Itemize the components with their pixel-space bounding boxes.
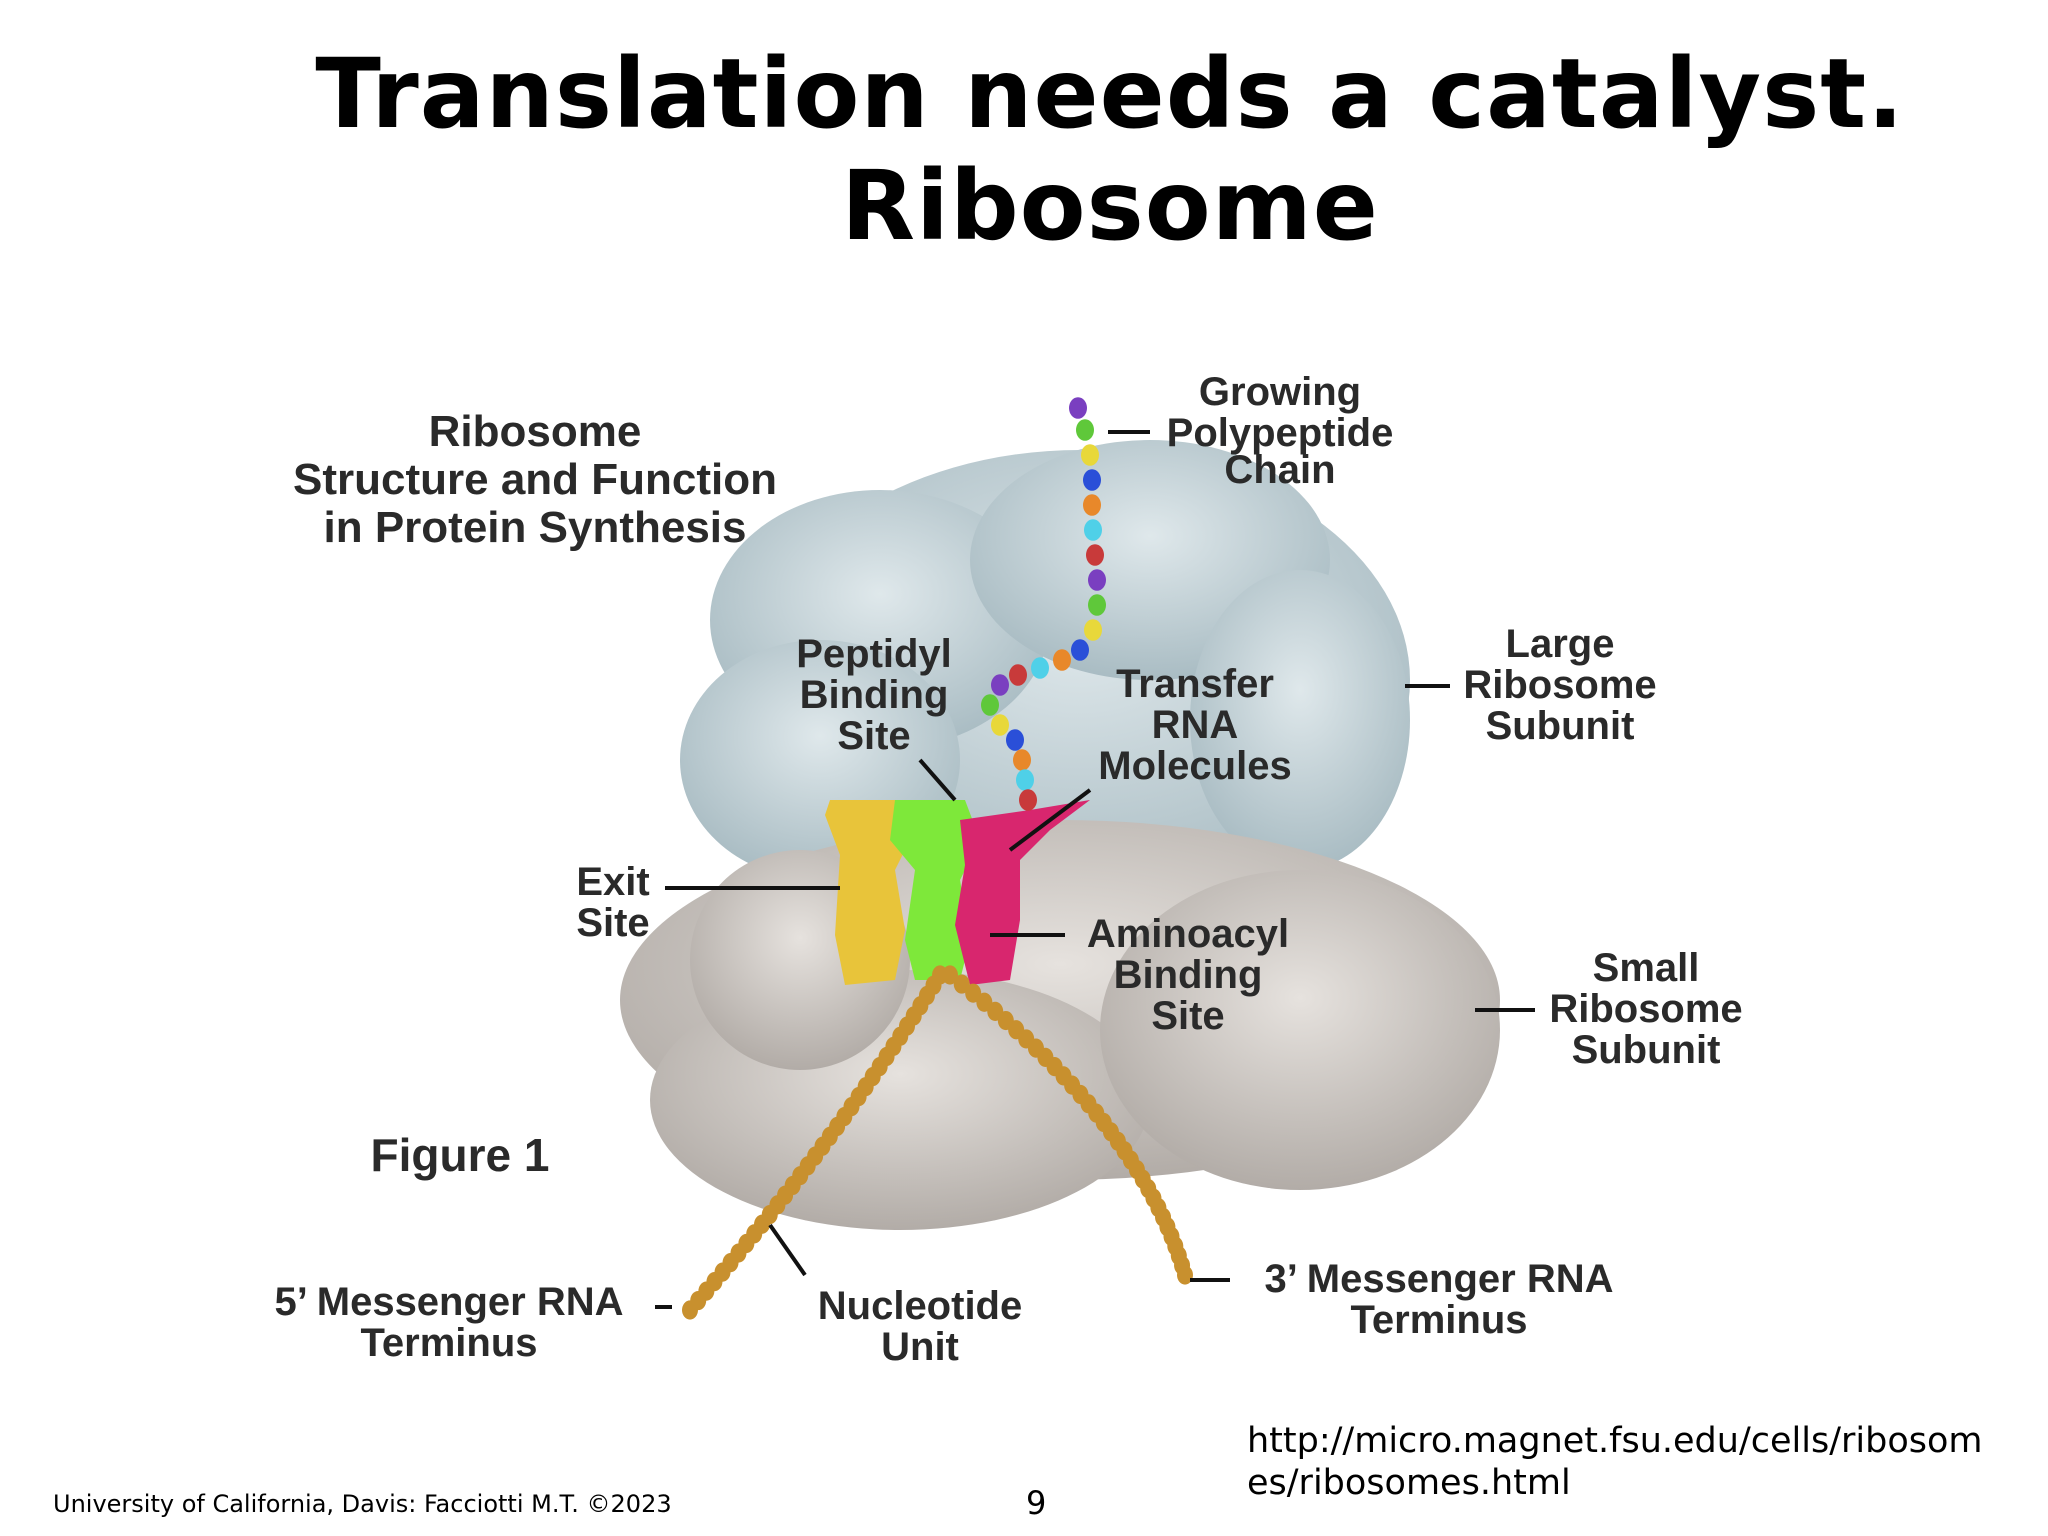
slide-title-line1: Translation needs a catalyst. xyxy=(315,38,1905,150)
figure-heading-line: in Protein Synthesis xyxy=(323,503,747,552)
nucleotide-bead xyxy=(682,1300,698,1320)
small-ribosome-subunit xyxy=(620,820,1500,1230)
label-polypeptide-chain: Growing Polypeptide Chain xyxy=(1167,372,1394,491)
label-line: Site xyxy=(1151,994,1225,1038)
source-url-line[interactable]: es/ribosomes.html xyxy=(1247,1463,1571,1503)
aminoacyl-site-trna xyxy=(955,800,1090,985)
source-url[interactable]: http://micro.magnet.fsu.edu/cells/riboso… xyxy=(1247,1420,1982,1504)
label-line: Subunit xyxy=(1571,1028,1721,1072)
leader-lines xyxy=(655,430,1535,1309)
label-line: Aminoacyl xyxy=(1086,912,1290,956)
label-3-prime-mrna: 3’ Messenger RNA Terminus xyxy=(1264,1259,1613,1341)
mrna-strand xyxy=(682,965,1193,1320)
label-line: Small xyxy=(1592,946,1700,990)
label-line: 3’ Messenger RNA xyxy=(1264,1257,1614,1301)
amino-acid-bead xyxy=(991,674,1009,696)
nucleotide-bead xyxy=(953,974,970,994)
amino-acid-bead xyxy=(1031,657,1049,679)
amino-acid-bead xyxy=(981,694,999,716)
polypeptide-chain xyxy=(981,397,1106,811)
label-peptidyl-binding-site: Peptidyl Binding Site xyxy=(796,634,952,757)
amino-acid-bead xyxy=(1084,519,1102,541)
label-line: Binding xyxy=(1113,953,1263,997)
amino-acid-bead xyxy=(1076,419,1094,441)
label-line: Unit xyxy=(881,1325,959,1369)
amino-acid-bead xyxy=(1019,789,1037,811)
source-url-line[interactable]: http://micro.magnet.fsu.edu/cells/riboso… xyxy=(1247,1421,1983,1461)
label-line: Site xyxy=(576,901,650,945)
amino-acid-bead xyxy=(1013,749,1031,771)
label-line: Ribosome xyxy=(1549,987,1743,1031)
amino-acid-bead xyxy=(1069,397,1087,419)
label-line: Subunit xyxy=(1485,704,1635,748)
label-aminoacyl-binding-site: Aminoacyl Binding Site xyxy=(1087,914,1289,1037)
amino-acid-bead xyxy=(1083,469,1101,491)
label-line: Polypeptide xyxy=(1166,411,1394,455)
label-line: Chain xyxy=(1224,448,1336,492)
label-transfer-rna: Transfer RNA Molecules xyxy=(1098,664,1291,787)
footer-credit: University of California, Davis: Facciot… xyxy=(53,1490,672,1518)
amino-acid-bead xyxy=(991,714,1009,736)
label-line: 5’ Messenger RNA xyxy=(274,1280,624,1324)
label-line: Growing xyxy=(1198,370,1362,414)
amino-acid-bead xyxy=(1088,594,1106,616)
amino-acid-bead xyxy=(1006,729,1024,751)
label-exit-site: Exit Site xyxy=(576,862,649,944)
exit-site-trna xyxy=(825,800,910,985)
label-nucleotide-unit: Nucleotide Unit xyxy=(818,1286,1022,1368)
slide-title-line2: Ribosome xyxy=(841,150,1379,262)
amino-acid-bead xyxy=(1016,769,1034,791)
figure-number-label: Figure 1 xyxy=(370,1129,550,1181)
label-5-prime-mrna: 5’ Messenger RNA Terminus xyxy=(274,1282,623,1364)
nucleotide-bead xyxy=(965,983,982,1003)
page-number: 9 xyxy=(1026,1484,1047,1522)
label-small-subunit: Small Ribosome Subunit xyxy=(1549,948,1742,1071)
label-large-subunit: Large Ribosome Subunit xyxy=(1463,624,1656,747)
label-line: Nucleotide xyxy=(817,1284,1023,1328)
label-line: Ribosome xyxy=(1463,663,1657,707)
figure-heading-line: Ribosome xyxy=(428,407,642,456)
amino-acid-bead xyxy=(1071,639,1089,661)
label-line: Molecules xyxy=(1098,744,1292,788)
nucleotide-bead xyxy=(1177,1265,1193,1285)
amino-acid-bead xyxy=(1084,619,1102,641)
amino-acid-bead xyxy=(1083,494,1101,516)
amino-acid-bead xyxy=(1009,664,1027,686)
label-line: Exit xyxy=(576,860,650,904)
label-line: RNA xyxy=(1151,703,1239,747)
amino-acid-bead xyxy=(1086,544,1104,566)
label-line: Peptidyl xyxy=(796,632,952,676)
trna-molecules xyxy=(825,800,1090,985)
amino-acid-bead xyxy=(1081,444,1099,466)
label-line: Transfer xyxy=(1116,662,1274,706)
label-line: Binding xyxy=(799,673,949,717)
amino-acid-bead xyxy=(1053,649,1071,671)
figure-heading-line: Structure and Function xyxy=(293,455,777,504)
label-line: Site xyxy=(837,714,911,758)
label-line: Large xyxy=(1505,622,1615,666)
nucleotide-bead xyxy=(942,965,958,985)
figure-heading: Ribosome Structure and Function in Prote… xyxy=(293,408,777,552)
amino-acid-bead xyxy=(1088,569,1106,591)
label-line: Terminus xyxy=(1350,1298,1528,1342)
label-line: Terminus xyxy=(360,1321,538,1365)
